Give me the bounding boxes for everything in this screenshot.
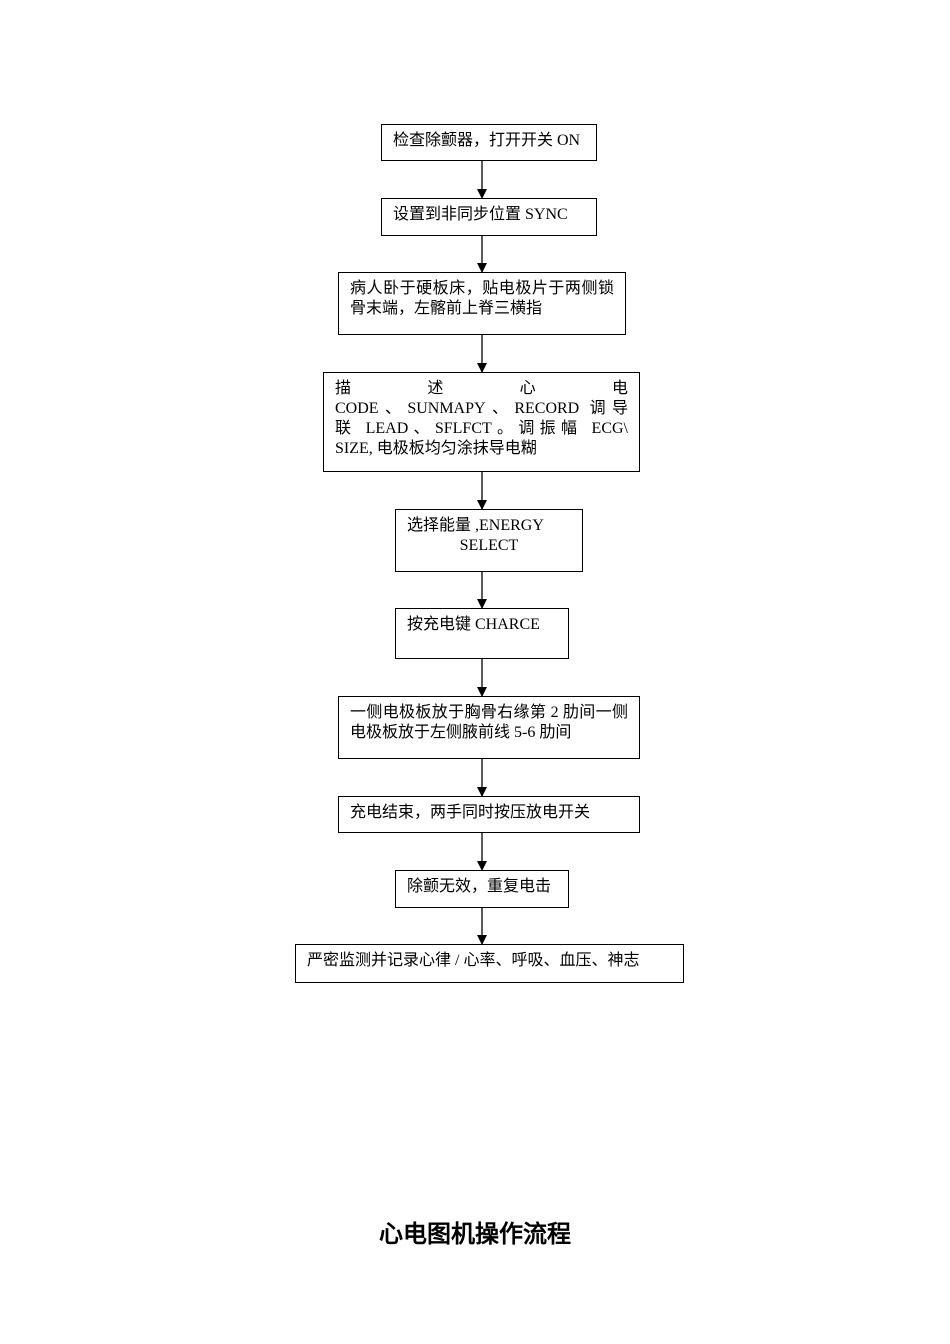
step-set-sync: 设置到非同步位置 SYNC [381,198,597,236]
step-text: 严密监测并记录心律 / 心率、呼吸、血压、神志 [307,952,640,969]
step-line: SELECT [459,537,519,554]
step-ecg-settings: 描述心电 CODE、SUNMAPY、RECORD 调导 联 LEAD、SFLFC… [323,372,640,472]
step-text: 按充电键 CHARCE [407,616,540,633]
step-check-defibrillator: 检查除颤器，打开开关 ON [381,124,597,161]
step-line: 描述心电 [335,380,628,397]
step-text: 检查除颤器，打开开关 ON [393,132,581,149]
step-line: 联 LEAD、SFLFCT。调振幅 ECG\ [335,420,628,437]
page-title: 心电图机操作流程 [379,1220,571,1248]
step-position-patient: 病人卧于硬板床，贴电极片于两侧锁骨末端，左髂前上脊三横指 [338,272,626,335]
step-text: 除颤无效，重复电击 [407,878,552,895]
step-text: 一侧电极板放于胸骨右缘第 2 肋间一侧电极板放于左侧腋前线 5-6 肋间 [350,704,628,741]
step-text: 病人卧于硬板床，贴电极片于两侧锁骨末端，左髂前上脊三横指 [350,280,614,317]
step-place-paddles: 一侧电极板放于胸骨右缘第 2 肋间一侧电极板放于左侧腋前线 5-6 肋间 [338,696,640,759]
step-text: 设置到非同步位置 SYNC [393,206,568,223]
step-discharge: 充电结束，两手同时按压放电开关 [338,796,640,833]
step-charge: 按充电键 CHARCE [395,608,569,659]
step-text: 充电结束，两手同时按压放电开关 [350,804,591,821]
step-select-energy: 选择能量 ,ENERGY SELECT [395,509,583,572]
step-monitor: 严密监测并记录心律 / 心率、呼吸、血压、神志 [295,944,684,983]
step-line: SIZE, 电极板均匀涂抹导电糊 [335,440,537,457]
step-line: CODE、SUNMAPY、RECORD 调导 [335,400,628,417]
step-repeat-shock: 除颤无效，重复电击 [395,870,569,908]
step-line: 选择能量 ,ENERGY [407,517,544,534]
